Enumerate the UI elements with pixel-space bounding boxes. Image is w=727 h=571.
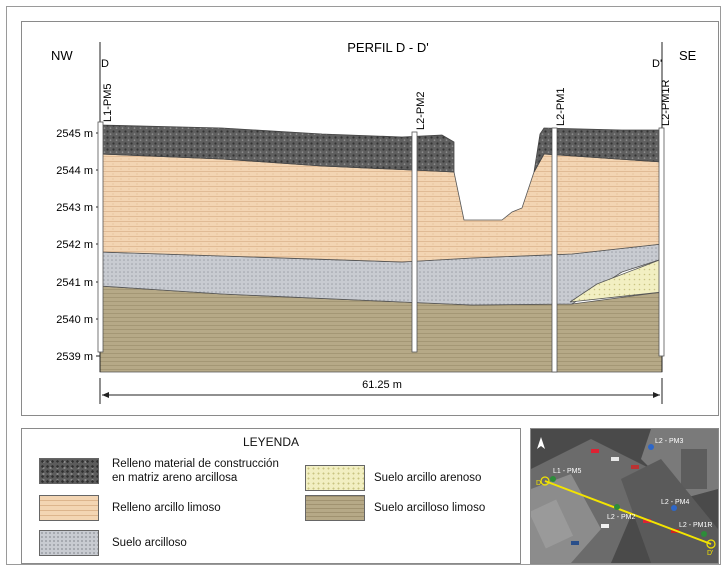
tick-2539: 2539 m	[56, 351, 93, 363]
map-label-pm2: L2 - PM2	[607, 514, 636, 521]
well-l1-pm5	[97, 121, 104, 353]
swatch-suelo-arcillo-arenoso	[305, 465, 365, 491]
legend-label-line1: Relleno material de construcción	[112, 458, 279, 470]
geological-profile: NW SE PERFIL D - D' D D' 2545 m 2544 m 2…	[51, 40, 697, 404]
section-letter-d-prime: D'	[652, 58, 662, 70]
nw-label: NW	[51, 48, 73, 63]
swatch-suelo-arcilloso	[39, 530, 99, 556]
se-label: SE	[679, 48, 697, 63]
profile-title: PERFIL D - D'	[347, 40, 428, 55]
swatch-relleno-construccion	[39, 458, 99, 484]
map-label-d: D	[536, 480, 541, 487]
map-label-d-prime: D'	[707, 550, 713, 557]
legend-label-suelo-arcillo-arenoso: Suelo arcillo arenoso	[374, 472, 482, 484]
legend-label-suelo-arcilloso: Suelo arcilloso	[112, 537, 187, 549]
legend-item-relleno-construccion: Relleno material de construcción en matr…	[39, 457, 279, 485]
tick-2545: 2545 m	[56, 128, 93, 140]
well-label-l2-pm1: L2-PM1	[555, 87, 567, 126]
north-arrow-icon	[537, 437, 545, 449]
well-label-l2-pm2: L2-PM2	[415, 91, 427, 130]
legend-item-suelo-arcillo-arenoso: Suelo arcillo arenoso	[305, 465, 481, 491]
map-point-pm1r	[701, 531, 707, 537]
map-label-pm4: L2 - PM4	[661, 499, 690, 506]
map-label-pm5: L1 - PM5	[553, 468, 582, 475]
map-point-pm2	[614, 504, 620, 510]
legend-label-line2: en matriz areno arcillosa	[112, 472, 238, 484]
well-l2-pm1	[551, 127, 558, 373]
location-map: L2 - PM3 L1 - PM5 L2 - PM2 L2 - PM4 L2 -…	[530, 428, 719, 564]
legend-label-relleno-arcillo-limoso: Relleno arcillo limoso	[112, 502, 221, 514]
elevation-ticks: 2545 m 2544 m 2543 m 2542 m 2541 m 2540 …	[56, 128, 100, 363]
map-label-pm1r: L2 - PM1R	[679, 522, 712, 529]
legend-label-suelo-arcilloso-limoso: Suelo arcilloso limoso	[374, 502, 486, 514]
profile-panel: NW SE PERFIL D - D' D D' 2545 m 2544 m 2…	[21, 21, 719, 416]
legend-item-suelo-arcilloso: Suelo arcilloso	[39, 530, 187, 556]
section-letter-d: D	[101, 58, 109, 70]
legend-panel: LEYENDA Relleno material de construcción…	[21, 428, 521, 564]
tick-2542: 2542 m	[56, 239, 93, 251]
well-label-l2-pm1r: L2-PM1R	[660, 79, 672, 126]
distance-dimension: 61.25 m	[99, 378, 663, 404]
well-l2-pm1r	[658, 127, 665, 357]
tick-2543: 2543 m	[56, 202, 93, 214]
map-point-pm5	[550, 476, 556, 482]
layer-relleno-construccion-right	[533, 127, 663, 173]
layer-relleno-construccion-left	[99, 124, 455, 173]
map-label-pm3: L2 - PM3	[655, 438, 684, 445]
section-line	[544, 480, 712, 545]
map-point-pm4	[671, 505, 677, 511]
well-l2-pm2	[411, 131, 418, 353]
well-label-l1-pm5: L1-PM5	[102, 83, 114, 122]
layer-relleno-arcillo-limoso	[99, 153, 663, 263]
distance-label: 61.25 m	[362, 379, 402, 391]
swatch-suelo-arcilloso-limoso	[305, 495, 365, 521]
swatch-relleno-arcillo-limoso	[39, 495, 99, 521]
aerial-map: L2 - PM3 L1 - PM5 L2 - PM2 L2 - PM4 L2 -…	[531, 429, 718, 563]
tick-2540: 2540 m	[56, 314, 93, 326]
tick-2544: 2544 m	[56, 165, 93, 177]
legend-item-suelo-arcilloso-limoso: Suelo arcilloso limoso	[305, 495, 485, 521]
section-end-marker	[706, 539, 716, 549]
legend-label-relleno-construccion: Relleno material de construcción en matr…	[112, 457, 279, 485]
legend-title: LEYENDA	[242, 435, 300, 449]
legend-item-relleno-arcillo-limoso: Relleno arcillo limoso	[39, 495, 221, 521]
figure-frame	[6, 6, 721, 565]
tick-2541: 2541 m	[56, 277, 93, 289]
map-point-pm3	[648, 444, 654, 450]
section-start-marker	[540, 476, 550, 486]
